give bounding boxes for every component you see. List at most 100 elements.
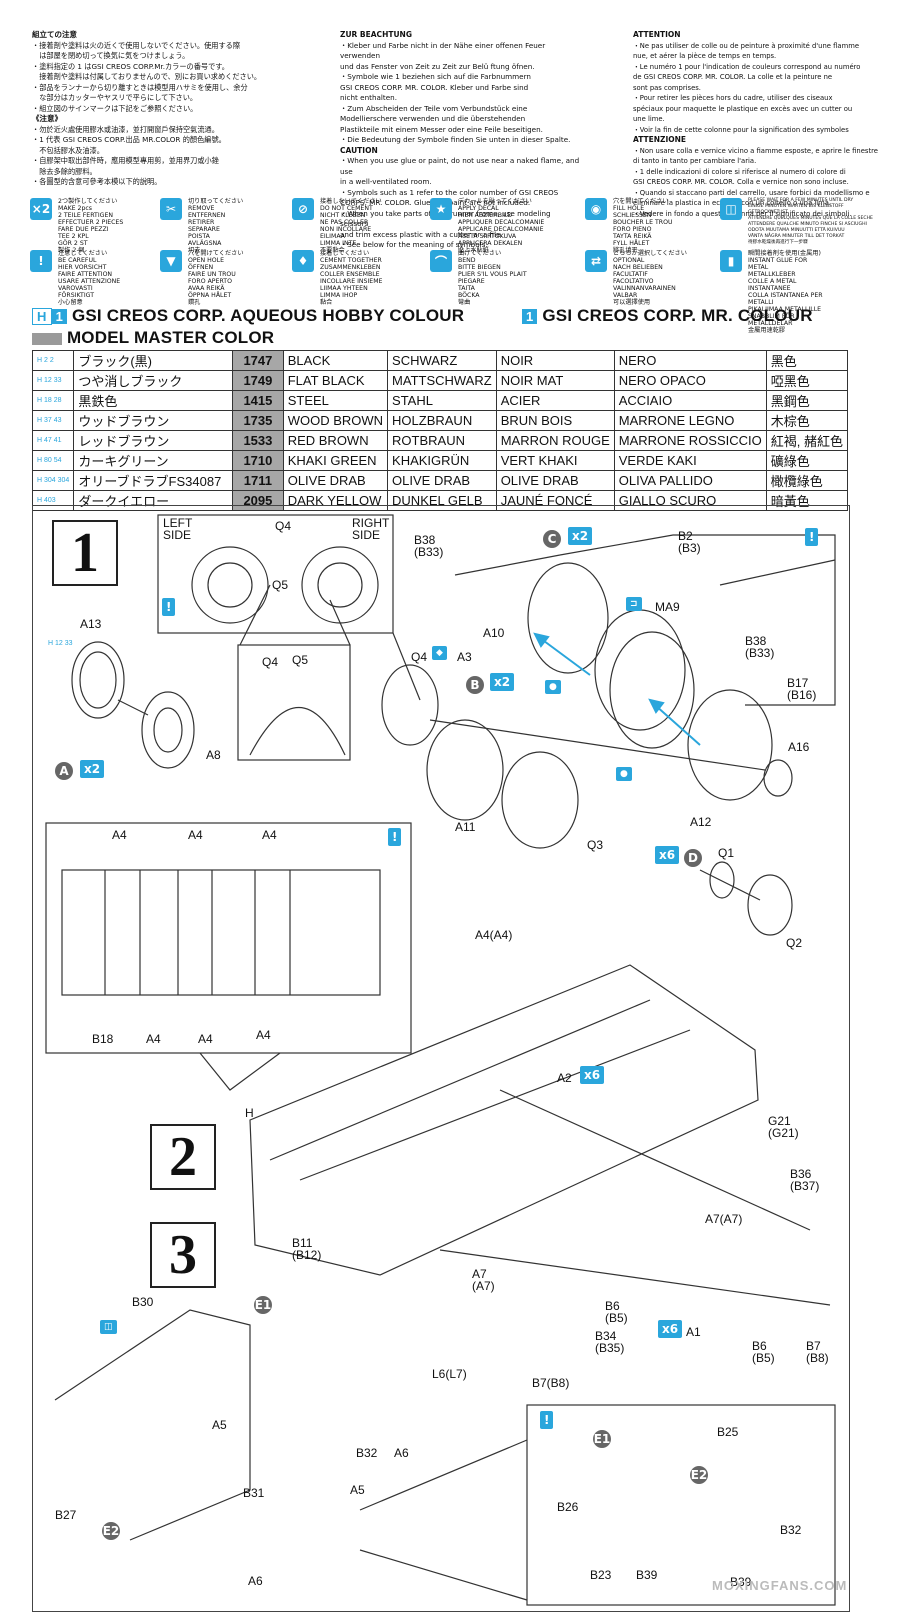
note-line: ・各圖型的含意可參考本模以下的說明。 — [32, 177, 162, 186]
color-name-it: MARRONE ROSSICCIO — [613, 430, 767, 451]
color-name-zh: 啞黑色 — [765, 370, 849, 391]
instant-glue-icon: ▮ — [720, 250, 742, 272]
label-b38-inset: B38 (B33) — [745, 634, 775, 660]
careful-icon: ! — [30, 250, 52, 272]
note-line: GSI CREOS CORP. MR. COLOR. Kleber und Fa… — [340, 82, 529, 92]
label-a3: A3 — [457, 650, 472, 664]
rear-plate — [54, 1309, 251, 1541]
cut-icon: ✂ — [160, 198, 182, 220]
sub-assembly-d-badge: D — [684, 849, 702, 867]
aqueous-num-badge: 1 — [51, 309, 68, 324]
label-a4: A4 — [262, 828, 277, 842]
aqueous-title: GSI CREOS CORP. AQUEOUS HOBBY COLOUR — [71, 306, 465, 325]
label-a13: A13 — [80, 617, 102, 631]
model-master-code: 1747 — [232, 350, 284, 371]
note-line: ・See below for the meaning of symbols. — [340, 240, 488, 249]
notes-de-en: ZUR BEACHTUNG ・Kleber und Farbe nicht in… — [340, 30, 580, 251]
symbol-text: PLEASE WAIT FOR A FEW MINUTES UNTIL DRY … — [748, 198, 873, 245]
label-a8: A8 — [206, 748, 221, 762]
make-count-tag: x6 — [658, 1320, 683, 1338]
color-name-zh: 橄欖綠色 — [765, 470, 849, 491]
right-side-wheel — [301, 546, 379, 624]
note-line: ・Ne pas utiliser de colle ou de peinture… — [633, 41, 859, 50]
label-ma9: MA9 — [655, 600, 680, 614]
label-a2: A2 — [557, 1071, 572, 1085]
idler-a12 — [687, 689, 773, 801]
label-a10: A10 — [483, 626, 505, 640]
label-b38: B38 (B33) — [414, 533, 444, 559]
note-line: Plastikteile mit einem Messer oder eine … — [340, 124, 543, 134]
label-q5-top: Q5 — [272, 578, 289, 592]
sub-assembly-b-badge: B — [466, 676, 484, 694]
label-b32: B32 — [356, 1446, 378, 1460]
note-line: ・Zum Abscheiden der Teile vom Verbundstü… — [340, 103, 528, 113]
glue-drop-icon: ● — [616, 767, 632, 781]
label-a4-a4: A4(A4) — [475, 928, 513, 942]
color-name-de: HOLZBRAUN — [387, 410, 497, 431]
note-line: Modellierschere verwenden und die überst… — [340, 114, 526, 123]
note-line: spéciaux pour maquette le plastique en e… — [633, 104, 853, 113]
label-b17: B17 (B16) — [787, 676, 817, 702]
note-line: ・Symbols such as 1 refer to the color nu… — [340, 187, 559, 197]
note-line: de GSI CREOS CORP. MR. COLOR. La colle e… — [633, 73, 833, 81]
hull-h — [249, 964, 759, 1276]
symbol-text: 穴を開けてください FILL HOLE SCHLIESSEN BOUCHER L… — [613, 198, 673, 254]
model-master-title: MODEL MASTER COLOR — [66, 328, 275, 347]
color-name-jp: ウッドブラウン — [73, 410, 234, 431]
chassis-inset-frame — [45, 822, 412, 1054]
inset-e1-badge: E1 — [593, 1430, 611, 1448]
make-count-tag: x2 — [80, 760, 105, 778]
color-name-fr: NOIR MAT — [495, 370, 615, 391]
label-a16: A16 — [788, 740, 810, 754]
note-line: ・Voir la fin de cette colonne pour la si… — [633, 125, 849, 134]
label-a5: A5 — [212, 1418, 227, 1432]
note-line: and trim excess plastic with a cutter or… — [340, 229, 503, 239]
notes-jp: 組立ての注意 ・接着剤や塗料は火の近くで使用しないでください。使用する際 は部屋… — [32, 30, 272, 188]
idler-a10 — [527, 562, 609, 674]
note-line: 除去多餘的膠料。 — [32, 166, 97, 176]
sub-assembly-a-badge: A — [55, 762, 73, 780]
symbol-text: 曲げてください BEND BITTE BIEGEN PLIER S'IL VOU… — [458, 250, 527, 306]
note-line: nue, et aérer la pièce de temps en temps… — [633, 52, 777, 60]
model-master-swatch — [32, 332, 62, 345]
model-master-code: 1711 — [232, 470, 284, 491]
note-line: ・1 delle indicazioni di colore si riferi… — [633, 167, 846, 176]
make-count-tag: x2 — [490, 673, 515, 691]
inset-e2-badge: E2 — [690, 1466, 708, 1484]
notes-cn-title: 《注意》 — [32, 114, 62, 123]
label-b27: B27 — [55, 1508, 77, 1522]
watermark: MOXINGFANS.COM — [712, 1578, 848, 1593]
note-line: di tanto in tanto per cambiare l'aria. — [633, 157, 757, 165]
sprocket-q3 — [501, 751, 579, 849]
symbol-text: どちらか選択してください OPTIONAL NACH BELIEBEN FACU… — [613, 250, 687, 306]
label-b11: B11 (B12) — [292, 1236, 322, 1262]
aqueous-badge: H — [32, 308, 52, 325]
label-a11: A11 — [455, 820, 476, 834]
label-b2: B2 (B3) — [678, 529, 701, 555]
notes-en-title: CAUTION — [340, 145, 378, 155]
cement-icon: ♦ — [292, 250, 314, 272]
step-number-2: 2 — [150, 1124, 216, 1190]
note-line: sont pas comprises. — [633, 83, 701, 92]
note-line: ・Quando si staccano parti del carrello, … — [633, 188, 870, 197]
sub-assembly-c-badge: C — [543, 530, 561, 548]
note-line: GSI CREOS CORP. MR. COLOR. Colla e verni… — [633, 178, 849, 186]
label-right-side: RIGHT SIDE — [352, 516, 390, 542]
note-line: und das Fenster von Zeit zu Zeit zur Bel… — [340, 61, 535, 71]
note-line: ・Vedere in fondo a questa colonna per il… — [633, 209, 852, 218]
notes-it-title: ATTENZIONE — [633, 135, 687, 144]
label-b23: B23 — [590, 1568, 612, 1582]
label-a7b: A7 (A7) — [472, 1267, 495, 1293]
label-b36: B36 (B37) — [790, 1167, 820, 1193]
model-master-code: 1415 — [232, 390, 284, 411]
label-q4-inset: Q4 — [262, 655, 279, 669]
symbol-text: 切り取ってください REMOVE ENTFERNEN RETIRER SEPAR… — [188, 198, 244, 254]
label-b39-inset: B39 — [730, 1575, 752, 1589]
label-a1: A1 — [686, 1325, 701, 1339]
label-b7: B7(B8) — [532, 1376, 570, 1390]
label-q3: Q3 — [587, 838, 604, 852]
careful-icon: ! — [540, 1411, 554, 1429]
symbol-text: 接着しないでください DO NOT CEMENT NICHT KLEBEN NE… — [320, 198, 382, 254]
